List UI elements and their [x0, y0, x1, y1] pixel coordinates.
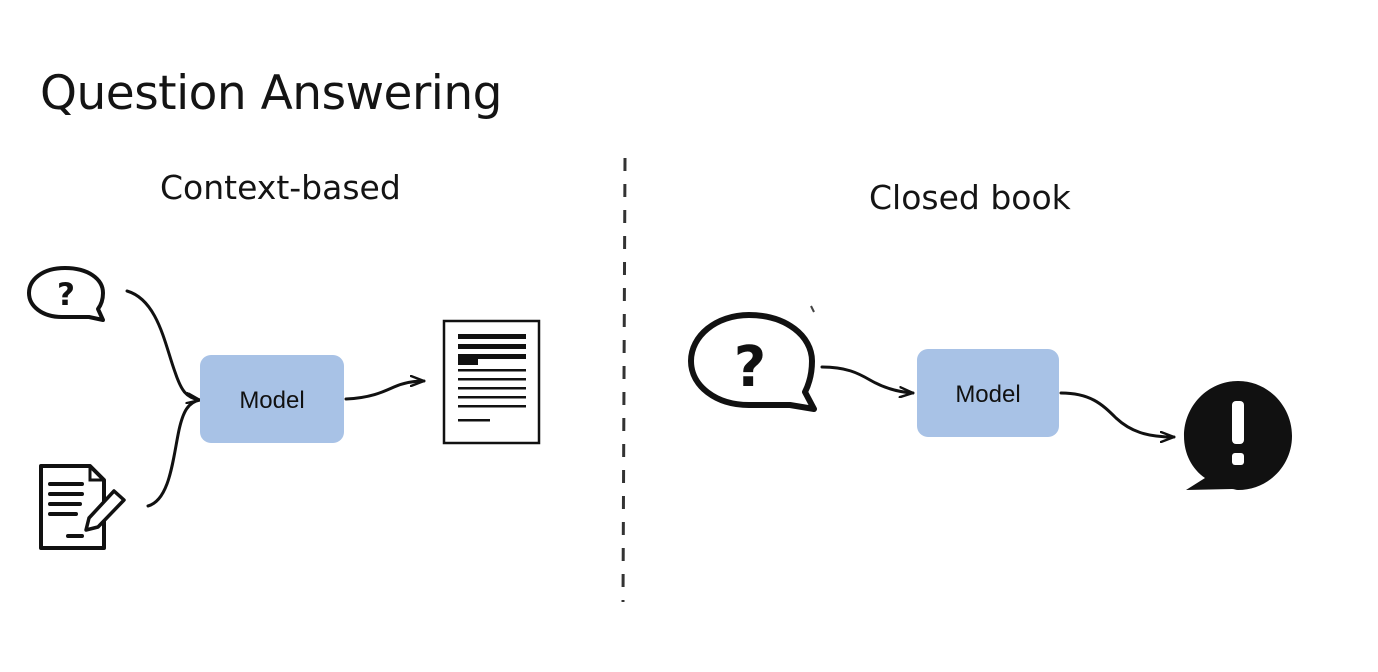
page-title: Question Answering — [40, 66, 502, 121]
closed-model-box: Model — [917, 349, 1059, 437]
exclamation-bubble-icon — [1184, 381, 1292, 490]
arrow-document-to-model — [146, 398, 202, 508]
arrow-closed-question-to-model — [820, 365, 915, 393]
closed-book-heading: Closed book — [869, 178, 1071, 217]
closed-model-label: Model — [955, 381, 1020, 408]
arrow-model-to-output — [344, 381, 426, 401]
context-model-label: Model — [239, 387, 304, 414]
question-bubble-icon: ? — [688, 312, 817, 412]
cursor-mark — [810, 305, 815, 313]
question-bubble-icon: ? — [27, 266, 105, 322]
context-model-box: Model — [200, 355, 344, 443]
context-based-heading: Context-based — [160, 168, 401, 207]
section-divider — [621, 157, 627, 603]
svg-text:?: ? — [734, 335, 766, 400]
text-document-icon — [442, 319, 541, 445]
svg-text:?: ? — [57, 277, 75, 313]
arrow-question-to-model — [125, 289, 202, 400]
arrow-closed-model-to-answer — [1059, 391, 1176, 437]
document-edit-icon — [39, 464, 126, 550]
